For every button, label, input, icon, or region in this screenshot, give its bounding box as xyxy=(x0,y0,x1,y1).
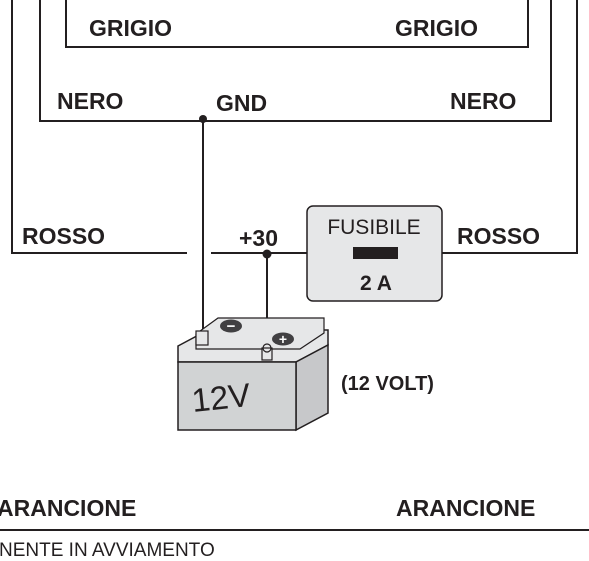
battery-caption: (12 VOLT) xyxy=(341,373,434,395)
label-grigio-right: GRIGIO xyxy=(395,15,478,41)
label-nero-left: NERO xyxy=(57,88,123,114)
label-rosso-left: ROSSO xyxy=(22,223,105,249)
wire-nero-loop xyxy=(39,0,552,122)
fuse-rating: 2 A xyxy=(360,272,392,295)
label-nero-right: NERO xyxy=(450,88,516,114)
fuse-element xyxy=(353,247,398,259)
wire-grigio-loop xyxy=(65,0,529,48)
positive-post-ring xyxy=(262,343,272,353)
battery-cap xyxy=(195,317,325,350)
label-grigio-left: GRIGIO xyxy=(89,15,172,41)
label-gnd: GND xyxy=(216,90,267,116)
plus-cap xyxy=(272,332,294,346)
label-arancione-right: ARANCIONE xyxy=(396,495,535,521)
battery-voltage-label: 12V xyxy=(190,376,252,419)
minus-cap xyxy=(220,319,242,333)
bottom-caption: NENTE IN AVVIAMENTO xyxy=(0,540,215,561)
battery-negative-terminal xyxy=(195,330,209,346)
junction-gnd xyxy=(199,115,207,123)
battery xyxy=(177,317,329,432)
label-rosso-right: ROSSO xyxy=(457,223,540,249)
label-plus30: +30 xyxy=(239,225,278,251)
battery-plus-symbol: + xyxy=(279,331,287,347)
fuse-label: FUSIBILE xyxy=(327,216,420,239)
battery-minus-symbol: − xyxy=(227,318,236,335)
junction-plus30 xyxy=(262,249,272,259)
battery-front xyxy=(177,361,297,431)
battery-positive-terminal xyxy=(261,347,273,361)
label-arancione-left: ARANCIONE xyxy=(0,495,136,521)
wire-rosso-left xyxy=(11,0,187,254)
